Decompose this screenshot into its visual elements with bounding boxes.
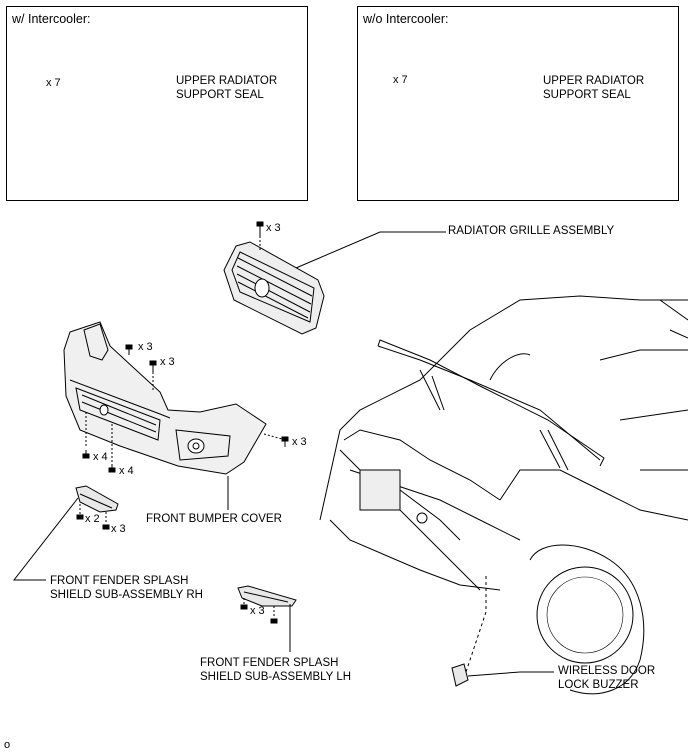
label-upper-seal-left: UPPER RADIATOR SUPPORT SEAL <box>176 74 277 102</box>
label-splash-rh-line2: SHIELD SUB-ASSEMBLY RH <box>50 589 203 601</box>
bolt-icon <box>76 504 84 520</box>
panel-title-without-intercooler: w/o Intercooler: <box>363 12 449 26</box>
bolt-icon <box>270 606 278 624</box>
bolt-icon <box>263 433 289 447</box>
qty-lh: x 3 <box>250 605 265 617</box>
bolt-icon <box>108 424 116 473</box>
qty-bumper-bottom-a: x 4 <box>93 451 108 463</box>
bolt-icon <box>82 412 90 459</box>
qty-grille: x 3 <box>266 222 281 234</box>
qty-bumper-side: x 3 <box>292 436 307 448</box>
bolt-icon <box>240 598 248 610</box>
label-grille: RADIATOR GRILLE ASSEMBLY <box>448 225 615 237</box>
label-splash-lh: FRONT FENDER SPLASH SHIELD SUB-ASSEMBLY … <box>200 656 351 684</box>
label-buzzer: WIRELESS DOOR LOCK BUZZER <box>558 664 655 692</box>
bolt-icon <box>149 360 157 392</box>
leader-line-buzzer-dashed <box>465 576 487 673</box>
label-splash-lh-line2: SHIELD SUB-ASSEMBLY LH <box>200 671 352 683</box>
bolt-icon <box>125 344 133 355</box>
radiator-grille-assembly <box>223 241 325 335</box>
front-bumper-cover <box>63 321 267 475</box>
label-upper-seal-left-line2: SUPPORT SEAL <box>176 89 264 101</box>
label-bumper: FRONT BUMPER COVER <box>146 513 282 525</box>
leader-line-grille <box>295 231 446 269</box>
label-buzzer-line2: LOCK BUZZER <box>558 679 639 691</box>
label-buzzer-line1: WIRELESS DOOR <box>558 665 656 677</box>
vehicle-front <box>319 295 688 695</box>
qty-bumper-bottom-b: x 4 <box>119 465 134 477</box>
qty-rh-b: x 3 <box>111 523 126 535</box>
panel-without-intercooler: w/o Intercooler: <box>357 6 679 201</box>
label-upper-seal-right: UPPER RADIATOR SUPPORT SEAL <box>543 74 644 102</box>
panel-with-intercooler: w/ Intercooler: <box>6 6 308 201</box>
label-upper-seal-left-line1: UPPER RADIATOR <box>176 75 278 87</box>
bolt-icon <box>256 221 264 250</box>
leader-line-rh <box>12 497 79 581</box>
label-splash-rh: FRONT FENDER SPLASH SHIELD SUB-ASSEMBLY … <box>50 574 203 602</box>
label-upper-seal-right-line2: SUPPORT SEAL <box>543 89 631 101</box>
footer-mark: o <box>4 739 11 751</box>
qty-seal-right: x 7 <box>393 74 408 86</box>
qty-bumper-top-b: x 3 <box>160 356 175 368</box>
qty-bumper-top-a: x 3 <box>138 341 153 353</box>
label-upper-seal-right-line1: UPPER RADIATOR <box>543 75 645 87</box>
qty-rh-a: x 2 <box>85 513 100 525</box>
qty-seal-left: x 7 <box>46 77 61 89</box>
label-splash-lh-line1: FRONT FENDER SPLASH <box>200 657 339 669</box>
wireless-door-lock-buzzer-part <box>451 663 469 687</box>
panel-title-with-intercooler: w/ Intercooler: <box>12 12 91 26</box>
bolt-icon <box>102 512 110 530</box>
leader-line-buzzer <box>467 671 554 677</box>
label-splash-rh-line1: FRONT FENDER SPLASH <box>50 575 189 587</box>
front-fender-splash-shield-rh <box>75 485 119 513</box>
front-fender-splash-shield-lh <box>237 585 297 607</box>
